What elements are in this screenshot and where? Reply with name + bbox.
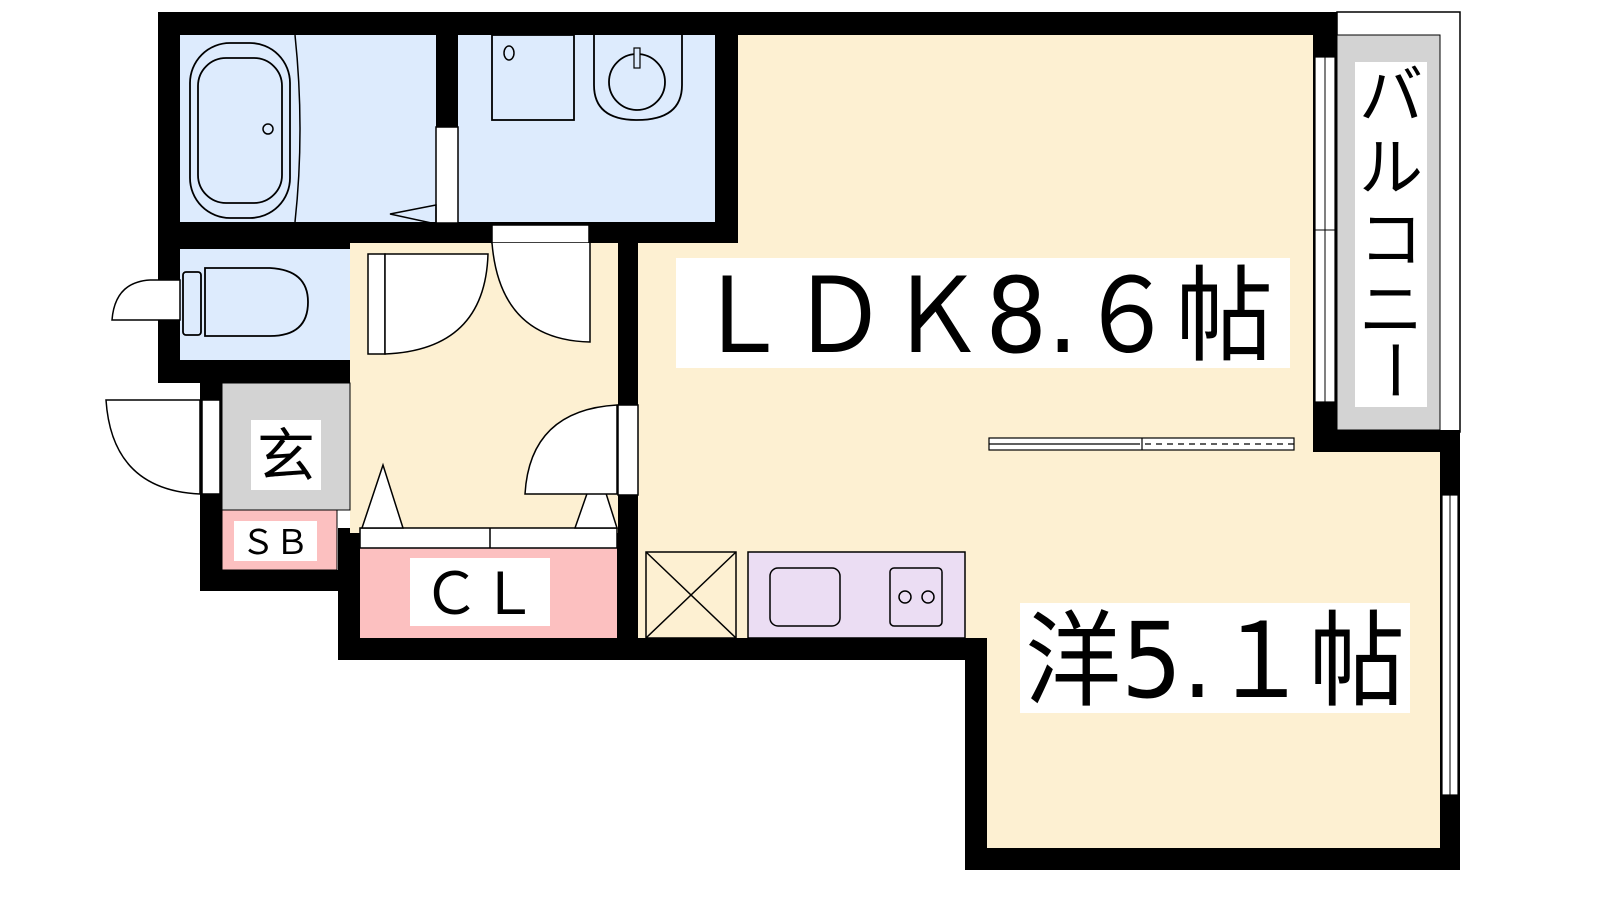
toilet-window: [111, 279, 181, 321]
kitchen-counter: [747, 551, 966, 639]
washroom: [458, 35, 715, 222]
kitchen-sink-icon: [769, 567, 841, 627]
washing-machine-icon: [491, 34, 575, 121]
wall-closet: [338, 528, 360, 660]
ldk-label: ＬＤＫ8.６帖: [693, 255, 1273, 377]
closet-door-mark: [360, 462, 405, 529]
bathroom: [180, 35, 436, 222]
balcony-label-char: ー: [1355, 338, 1429, 402]
toilet-room: [180, 249, 367, 360]
wall-bottom: [338, 638, 968, 660]
bathtub-icon: [189, 42, 291, 219]
sink-icon: [593, 35, 683, 121]
balcony-label-char: バ: [1359, 60, 1423, 134]
closet-door-mark: [573, 462, 619, 529]
stove-icon: [889, 567, 943, 627]
wall-shoebox: [200, 570, 360, 591]
washroom-door[interactable]: [491, 224, 590, 244]
closet-label: ＣＬ: [422, 560, 538, 628]
ldk-upper: [738, 35, 1313, 243]
shoebox-label: ＳＢ: [241, 523, 309, 563]
western-room-label: 洋5.１帖: [1025, 600, 1405, 722]
entrance-door[interactable]: [201, 399, 221, 495]
ldk-door[interactable]: [617, 404, 639, 496]
toilet-door[interactable]: [367, 253, 386, 355]
balcony-label-char: ル: [1359, 132, 1423, 206]
balcony-label: バ ル コ ニ ー: [1355, 60, 1429, 402]
bath-door[interactable]: [435, 126, 459, 224]
toilet-icon: [182, 271, 202, 336]
balcony-label-char: コ: [1359, 204, 1423, 278]
closet-doors[interactable]: [359, 527, 618, 549]
balcony-label-char: ニ: [1359, 274, 1423, 348]
entrance-label: 玄: [257, 422, 315, 490]
